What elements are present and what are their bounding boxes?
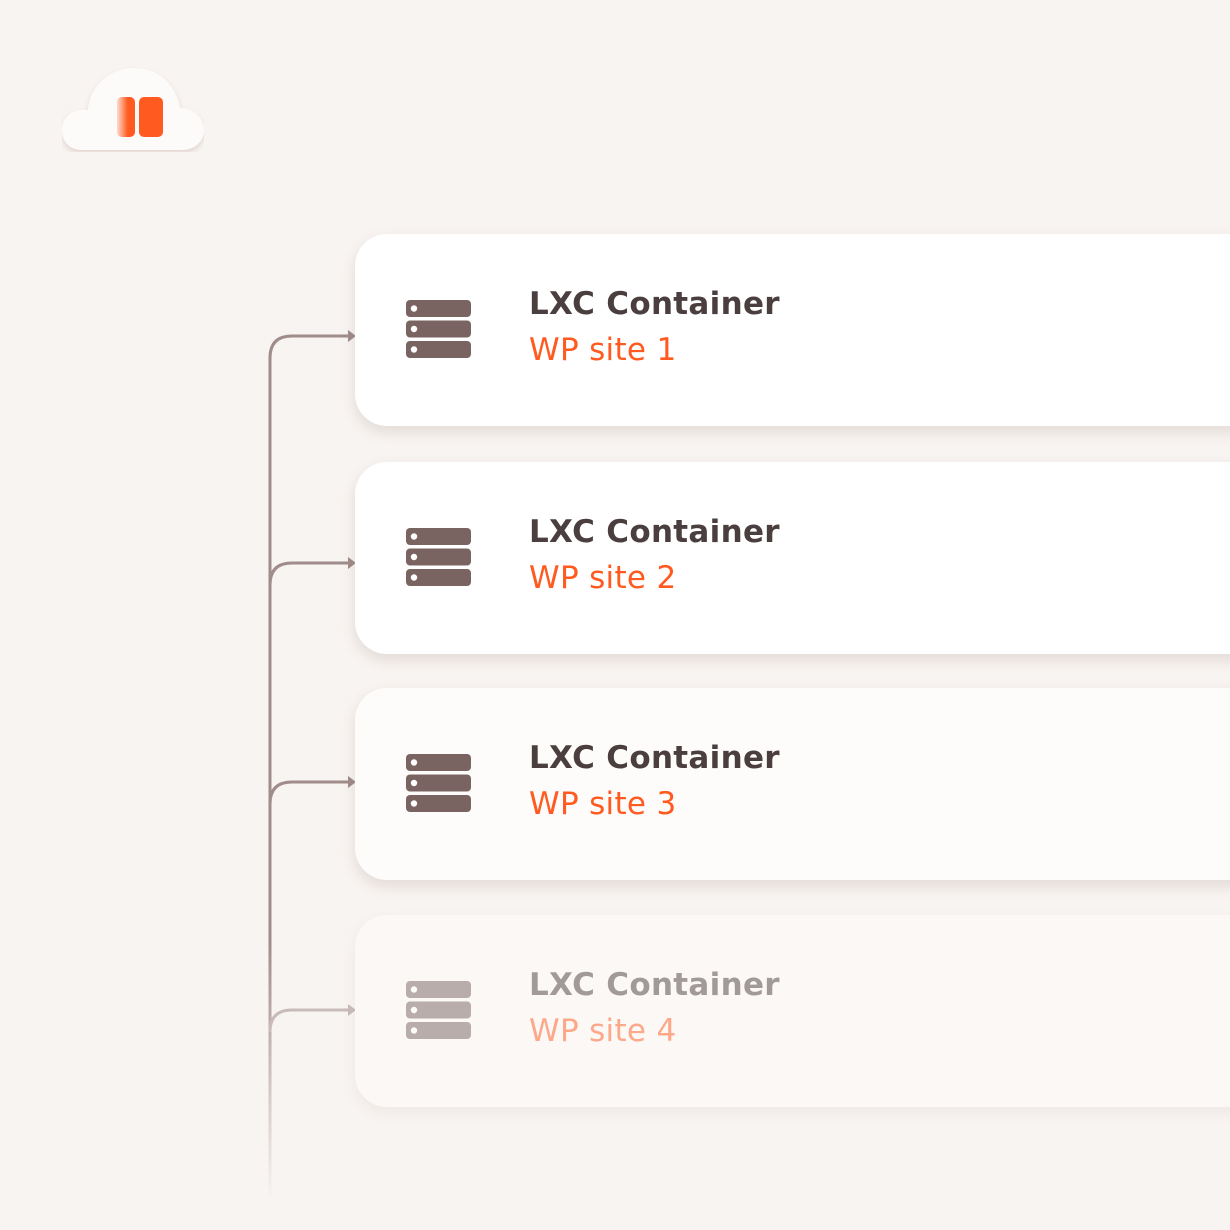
server-icon — [406, 754, 471, 812]
container-card[interactable]: LXC Container WP site 2 — [355, 462, 1230, 654]
container-card[interactable]: LXC Container WP site 4 — [355, 915, 1230, 1107]
container-subtitle: WP site 4 — [529, 1013, 677, 1049]
server-icon — [406, 528, 471, 586]
container-title: LXC Container — [529, 286, 780, 322]
container-subtitle: WP site 3 — [529, 786, 677, 822]
container-subtitle: WP site 2 — [529, 560, 677, 596]
container-card[interactable]: LXC Container WP site 3 — [355, 688, 1230, 880]
cloud-logo-icon — [62, 66, 204, 152]
container-title: LXC Container — [529, 967, 780, 1003]
container-subtitle: WP site 1 — [529, 332, 677, 368]
container-title: LXC Container — [529, 514, 780, 550]
server-icon — [406, 981, 471, 1039]
server-icon — [406, 300, 471, 358]
container-title: LXC Container — [529, 740, 780, 776]
container-card[interactable]: LXC Container WP site 1 — [355, 234, 1230, 426]
